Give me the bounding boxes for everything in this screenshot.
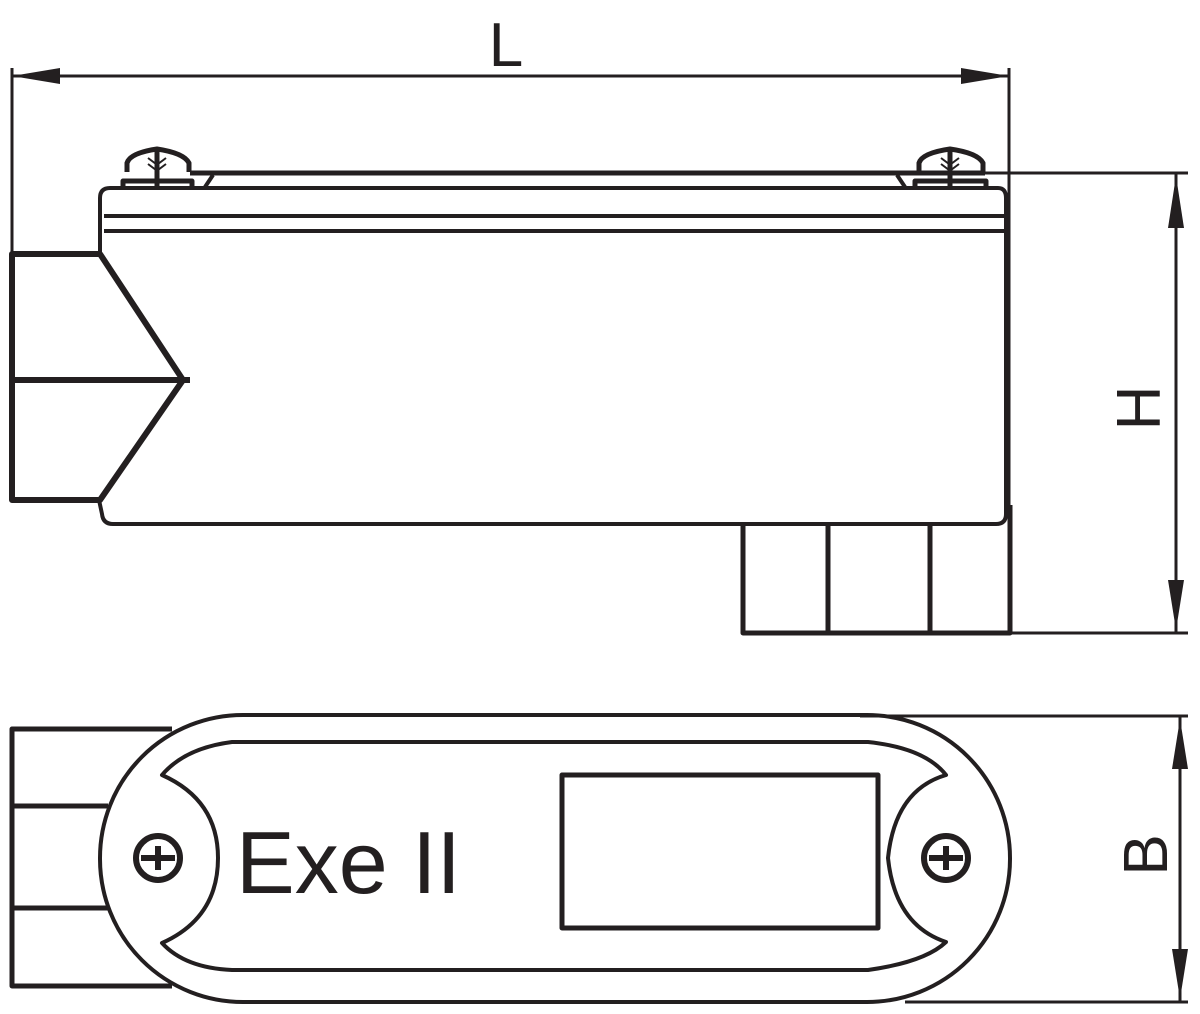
arrowhead-up-icon <box>1168 176 1184 228</box>
bottom-hub <box>740 505 1013 636</box>
screw-left-icon <box>120 146 195 188</box>
top-view: Exe II B <box>9 713 1188 1004</box>
arrowhead-right-icon <box>961 68 1009 84</box>
screw-top-left-icon <box>133 833 183 883</box>
dimension-height: H <box>985 171 1188 635</box>
arrowhead-left-icon <box>12 68 60 84</box>
dimension-label-width: B <box>1112 834 1181 875</box>
dimension-length: L <box>10 11 1011 520</box>
side-view: L H <box>9 11 1188 636</box>
left-hub-top <box>9 726 172 989</box>
arrowhead-down-icon <box>1172 949 1188 999</box>
dimension-label-height: H <box>1105 386 1174 431</box>
arrowhead-down-icon <box>1168 580 1184 630</box>
nameplate-outline <box>160 740 948 972</box>
nameplate-marking: Exe II <box>236 813 461 912</box>
dimension-width: B <box>860 714 1188 1004</box>
screw-right-icon <box>912 146 989 188</box>
arrowhead-up-icon <box>1172 719 1188 769</box>
screw-top-right-icon <box>921 833 971 883</box>
left-hub <box>9 251 190 503</box>
label-window <box>559 772 881 931</box>
dimension-label-length: L <box>489 11 523 80</box>
